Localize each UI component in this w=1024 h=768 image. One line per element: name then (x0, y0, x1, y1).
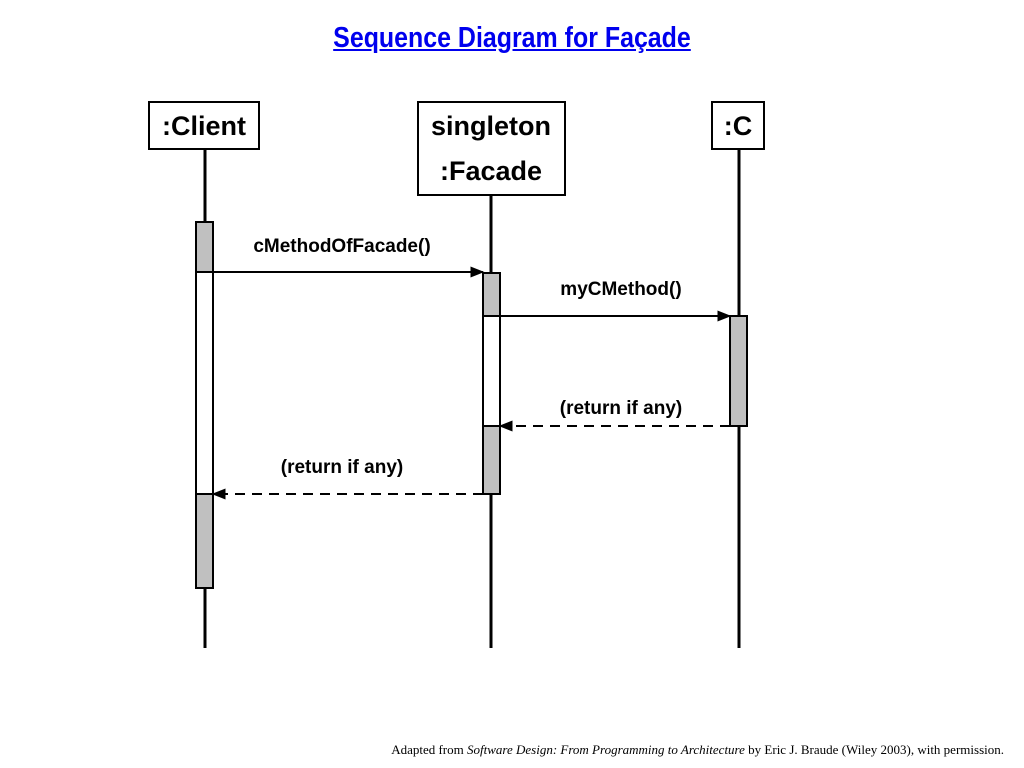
footer-prefix: Adapted from (391, 742, 467, 757)
facade-object: singleton :Facade (417, 101, 566, 196)
c-object: :C (711, 101, 765, 150)
message-label-mycmethod: myCMethod() (560, 279, 681, 300)
attribution-footer: Adapted from Software Design: From Progr… (391, 742, 1004, 758)
client-object: :Client (148, 101, 260, 150)
facade-activation-waiting (482, 315, 501, 427)
diagram-title: Sequence Diagram for Façade (333, 22, 691, 54)
return-label-from-facade: (return if any) (281, 457, 403, 478)
footer-book-title: Software Design: From Programming to Arc… (467, 742, 745, 757)
client-object-label: :Client (162, 111, 246, 141)
facade-object-label-line2: :Facade (440, 156, 542, 186)
c-object-label: :C (724, 111, 753, 141)
facade-activation-top (482, 272, 501, 317)
c-activation (729, 315, 748, 427)
client-activation-top (195, 221, 214, 273)
return-label-from-c: (return if any) (560, 398, 682, 419)
facade-activation-bottom (482, 425, 501, 495)
message-label-cmethodoffacade: cMethodOfFacade() (253, 236, 430, 257)
client-activation-bottom (195, 493, 214, 589)
facade-object-label-line1: singleton (431, 111, 551, 141)
client-activation-waiting (195, 271, 214, 495)
footer-suffix: by Eric J. Braude (Wiley 2003), with per… (744, 742, 1004, 757)
